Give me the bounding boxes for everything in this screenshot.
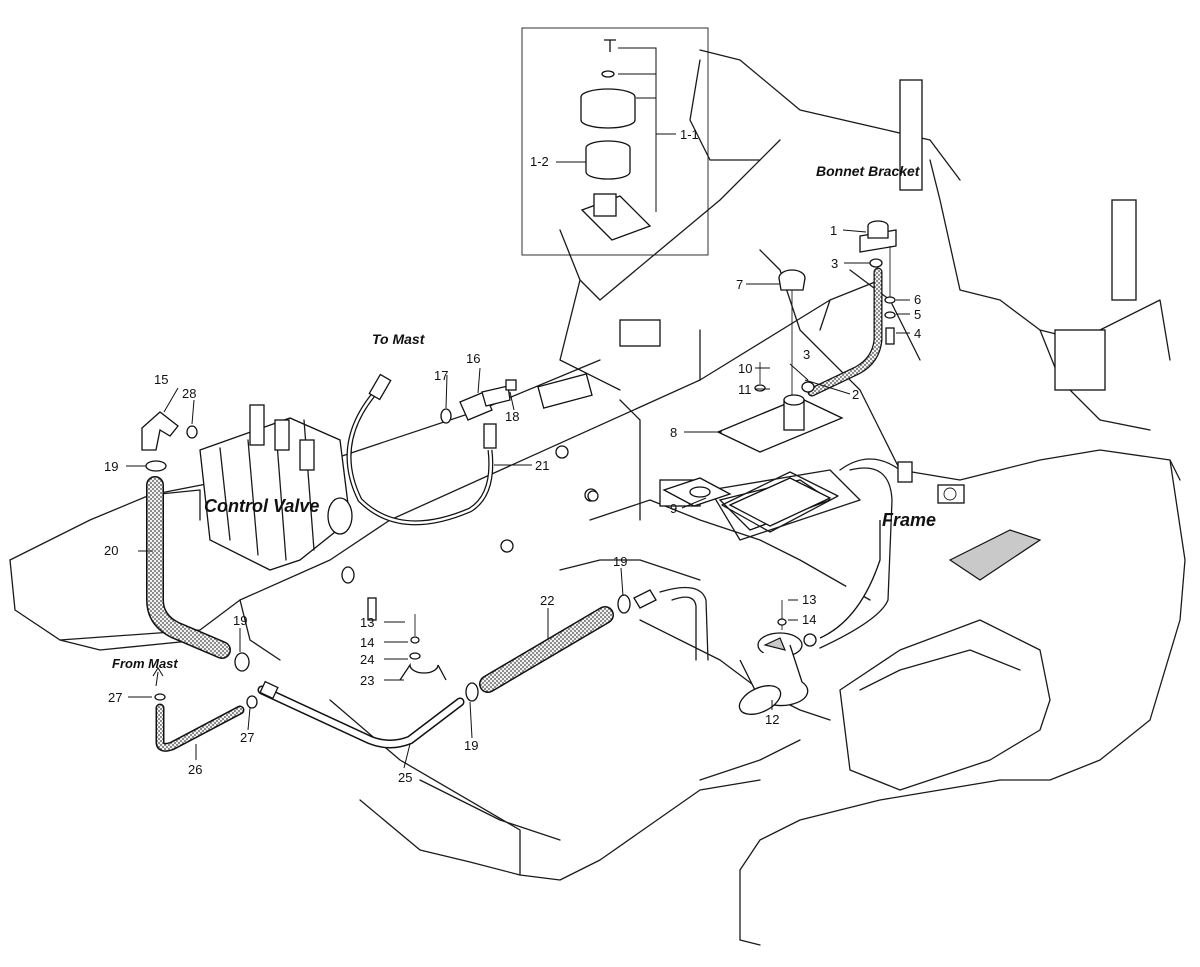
dipstick-part-7 [778,269,806,400]
callout-3b: 3 [803,347,810,362]
callout-22: 22 [540,593,554,608]
label-from-mast: From Mast [112,656,178,671]
callout-14a: 14 [360,635,374,650]
callout-1: 1 [830,223,837,238]
callout-numbers: 1-1 1-2 1 3 7 6 5 4 3 2 10 11 8 9 13 14 … [104,127,921,785]
callout-16: 16 [466,351,480,366]
elbow-fitting-15 [141,411,198,472]
clamp-23 [399,614,447,681]
callout-24: 24 [360,652,374,667]
callout-28: 28 [182,386,196,401]
callout-13a: 13 [360,615,374,630]
tee-fitting-16 [440,379,517,424]
callout-1-1: 1-1 [680,127,699,142]
callout-5: 5 [914,307,921,322]
callout-18: 18 [505,409,519,424]
callout-27a: 27 [108,690,122,705]
label-bonnet-bracket: Bonnet Bracket [816,163,921,179]
callout-11: 11 [738,382,752,397]
callout-21: 21 [535,458,549,473]
leader-lines [126,229,910,769]
callout-3a: 3 [831,256,838,271]
strainer-part-9 [662,477,732,507]
callout-6: 6 [914,292,921,307]
callout-19a: 19 [104,459,118,474]
callout-17: 17 [434,368,448,383]
frame-outline [9,49,1186,946]
callout-7: 7 [736,277,743,292]
breather-part-1 [859,220,897,345]
callout-19b: 19 [233,613,247,628]
callout-4: 4 [914,326,921,341]
filter-part-12 [738,600,817,715]
callout-23: 23 [360,673,374,688]
callout-8: 8 [670,425,677,440]
callout-12: 12 [765,712,779,727]
callout-1-2: 1-2 [530,154,549,169]
callout-2: 2 [852,387,859,402]
inset-breather-assembly [521,27,709,256]
diagram-labels: Bonnet Bracket To Mast Control Valve Fra… [112,163,936,671]
label-to-mast: To Mast [372,331,426,347]
callout-19d: 19 [464,738,478,753]
callout-20: 20 [104,543,118,558]
control-valve [199,404,355,584]
callout-13b: 13 [802,592,816,607]
callout-9: 9 [670,501,677,516]
label-control-valve: Control Valve [204,496,319,516]
callout-14b: 14 [802,612,816,627]
callout-15: 15 [154,372,168,387]
callout-27b: 27 [240,730,254,745]
uprights [899,79,1137,391]
battery-compartment [839,529,1051,791]
callout-25: 25 [398,770,412,785]
label-frame: Frame [882,510,936,530]
callout-19c: 19 [613,554,627,569]
tank-cover-part-8 [716,362,844,533]
callout-10: 10 [738,361,752,376]
callout-26: 26 [188,762,202,777]
